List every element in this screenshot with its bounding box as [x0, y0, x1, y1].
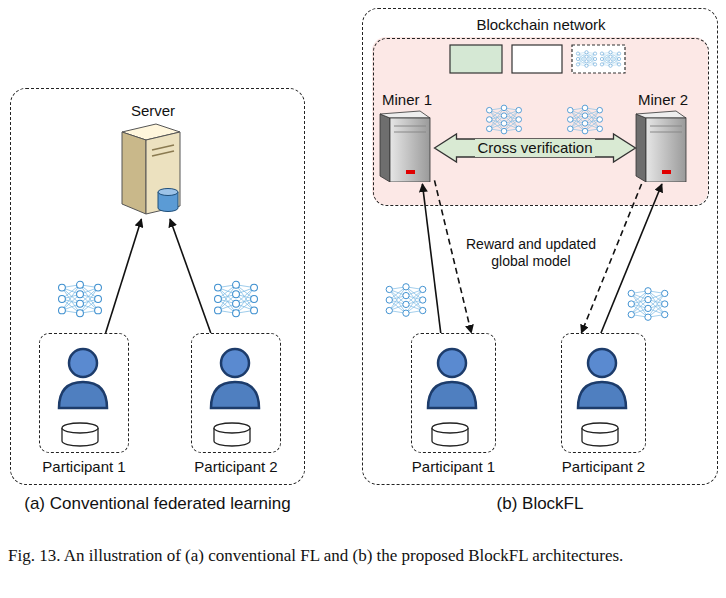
- nn-icon: [576, 51, 596, 68]
- database-icon: [582, 423, 618, 446]
- person-icon: [211, 349, 259, 408]
- node-heading: Miner 1: [382, 91, 432, 108]
- person-icon: [428, 349, 476, 408]
- solid-arrow: [422, 184, 440, 333]
- node-label: (b) BlockFL: [497, 494, 584, 514]
- edge-label: Cross verification: [475, 139, 594, 157]
- database-icon: [62, 423, 98, 446]
- node-label: Participant 1: [412, 458, 495, 475]
- nn-icon: [59, 281, 102, 316]
- group-box: Participant 1: [39, 333, 129, 453]
- database-icon: [214, 423, 250, 446]
- group-box: Participant 2: [191, 333, 281, 453]
- block: [512, 45, 562, 73]
- node-label: (a) Conventional federated learning: [24, 494, 291, 514]
- nn-icon: [386, 284, 426, 317]
- group-box: Participant 1: [411, 333, 496, 453]
- figure-caption: Fig. 13. An illustration of (a) conventi…: [8, 545, 720, 566]
- double-arrow: [435, 134, 636, 162]
- nn-icon: [628, 288, 668, 321]
- node-label: Participant 1: [42, 458, 125, 475]
- device-node: Miner 1: [380, 112, 435, 184]
- node-label: Participant 2: [562, 458, 645, 475]
- node-label: Participant 2: [194, 458, 277, 475]
- solid-arrow: [170, 219, 211, 333]
- edge-label: Reward and updated global model: [462, 236, 600, 270]
- nn-icon: [567, 105, 602, 134]
- server-icon: [122, 124, 180, 214]
- block: [450, 45, 502, 73]
- group-box: ServerParticipant 1Participant 2(a) Conv…: [10, 88, 305, 485]
- device-node: Server: [119, 123, 187, 219]
- nn-icon: [600, 51, 620, 68]
- chain-ground: [372, 37, 708, 205]
- miner-tower: [380, 111, 430, 182]
- miner-tower: [636, 111, 686, 182]
- model-block: [572, 45, 625, 73]
- group-box: Miner 1Miner 2Blockchain network: [373, 38, 709, 206]
- node-heading: Server: [131, 102, 175, 119]
- person-icon: [578, 349, 626, 408]
- group-box: Participant 2: [561, 333, 646, 453]
- solid-arrow: [601, 184, 662, 333]
- nn-icon: [486, 105, 521, 134]
- solid-arrow: [106, 219, 142, 333]
- node-heading: Blockchain network: [476, 16, 605, 33]
- node-heading: Miner 2: [638, 91, 688, 108]
- nn-icon: [215, 281, 258, 316]
- person-icon: [59, 349, 107, 408]
- device-node: Miner 2: [636, 112, 691, 184]
- database-icon: [432, 423, 468, 446]
